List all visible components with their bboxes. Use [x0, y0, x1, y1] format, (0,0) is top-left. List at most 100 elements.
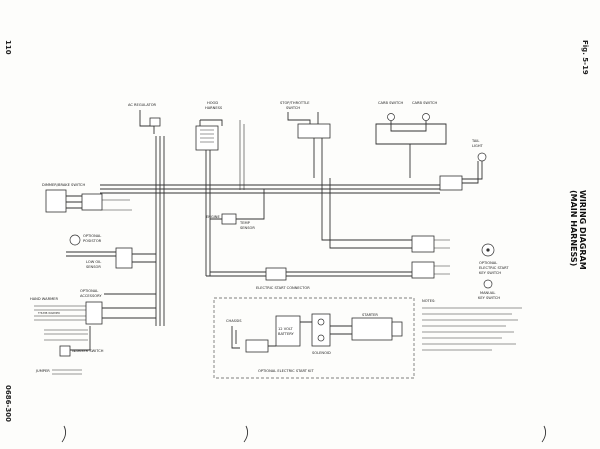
starter-drive — [391, 321, 403, 337]
solenoid-label: SOLENOID — [312, 351, 331, 355]
key-switch-electric-start-label: ELECTRIC START — [479, 266, 509, 270]
manual-key-switch-label: KEY SWITCH — [478, 296, 500, 300]
stop-throttle-switch-label: SWITCH — [286, 106, 300, 110]
hood-bracket — [199, 119, 223, 126]
low-oil-sensor-label: SENSOR — [86, 265, 101, 269]
low-oil-leads — [132, 253, 156, 263]
posistor-label: POSISTOR — [83, 239, 102, 243]
tail-light-bulb — [477, 152, 487, 162]
stop-throttle-connector — [297, 123, 331, 139]
hood-harness-label: HARNESS — [205, 106, 223, 110]
carb-switch-1-label: CARB SWITCH — [378, 101, 403, 105]
carb-switch-1 — [387, 113, 395, 121]
warmer-switch-lead — [70, 326, 91, 351]
chassis-ground — [231, 326, 240, 349]
notes-text-lines — [422, 307, 522, 351]
page-number: 110 — [4, 40, 12, 55]
document-number: 0686-300 — [4, 385, 12, 422]
start-connector-leads — [286, 271, 416, 277]
stop-throttle-label: STOP/THROTTLE — [280, 101, 310, 105]
jumper-leads — [52, 369, 82, 375]
warmer-switch-label: WARMER SWITCH — [72, 349, 104, 353]
key-switch-connector-2 — [411, 261, 435, 279]
dimmer-brake-leads — [66, 195, 82, 209]
hand-warmer-trunk-leads — [102, 307, 156, 319]
key-switch-connector-1 — [411, 235, 435, 253]
diagram-title: WIRING DIAGRAM — [578, 190, 587, 270]
hood-label: HOOD — [207, 101, 218, 105]
hand-warmer-connector — [85, 301, 103, 325]
accessory-label: ACCESSORY — [80, 294, 102, 298]
key-switch-pins — [434, 239, 450, 275]
low-oil-label: LOW OIL — [86, 260, 101, 264]
posistor-leads — [66, 251, 116, 257]
main-trunk-left — [155, 136, 165, 326]
battery — [275, 315, 301, 347]
low-oil-connector — [115, 247, 133, 269]
hand-warmer-leads — [34, 305, 86, 321]
solenoid-leads — [330, 325, 352, 335]
solenoid-terminal-1 — [317, 318, 325, 326]
starter-motor — [351, 317, 393, 341]
regulator-body — [149, 117, 161, 127]
binding-mark-1 — [61, 425, 67, 443]
chassis-label: CHASSIS — [226, 319, 242, 323]
key-switch-center — [486, 248, 490, 252]
warmer-switch — [59, 345, 71, 357]
tail-light-connector — [439, 175, 463, 191]
hood-branch — [205, 150, 211, 276]
dimmer-brake-switch — [45, 189, 67, 213]
solenoid-terminal-2 — [317, 334, 325, 342]
binding-mark-2 — [243, 425, 249, 443]
notes-label: NOTES: — [422, 299, 435, 303]
solenoid — [311, 313, 331, 347]
carb-switch-2 — [422, 113, 430, 121]
engine-leads — [210, 189, 265, 220]
hand-warmer-label: HAND WARMER — [30, 297, 58, 301]
misc-lead-a — [239, 120, 245, 190]
chassis-connector — [245, 339, 269, 353]
electric-start-kit-label: OPTIONAL ELECTRIC START KIT — [258, 369, 314, 373]
key-switch-feed — [321, 178, 412, 249]
battery-voltage-label: 12 VOLT — [278, 327, 293, 331]
regulator-label: AC REGULATOR — [128, 103, 157, 107]
electric-start-connector — [265, 267, 287, 281]
engine-label: ENGINE — [206, 215, 220, 219]
thumb-warmer-label: THUMB WARMER — [38, 311, 60, 315]
dimmer-brake-connector — [81, 193, 103, 211]
binding-mark-3 — [541, 425, 547, 443]
hood-connector-pins — [200, 129, 214, 143]
stop-switch-branch — [313, 138, 323, 178]
main-trunk-horizontal — [100, 184, 440, 194]
manual-label: MANUAL — [480, 291, 495, 295]
electric-start-connector-label: ELECTRIC START CONNECTOR — [256, 286, 310, 290]
jumper-label: JUMPER — [35, 369, 50, 373]
temp-label: TEMP — [239, 221, 251, 225]
battery-leads — [268, 321, 312, 347]
tail-label: TAIL — [471, 139, 479, 143]
temp-sensor-label: SENSOR — [240, 226, 255, 230]
carb-switch-leads — [390, 121, 427, 132]
electric-start-kit-box — [213, 297, 415, 379]
dimmer-brake-label: DIMMER/BRAKE SWITCH — [42, 183, 85, 187]
diagram-subtitle: (MAIN HARNESS) — [569, 190, 578, 266]
posistor-icon — [69, 234, 81, 246]
starter-label: STARTER — [362, 313, 378, 317]
warmer-aux-leads — [44, 329, 88, 341]
tail-light-leads — [462, 161, 483, 184]
light-label: LIGHT — [472, 144, 484, 148]
key-switch-label: KEY SWITCH — [479, 271, 501, 275]
manual-key-switch — [483, 279, 493, 289]
misc-lead-b — [100, 199, 132, 211]
key-switch-optional-label: OPTIONAL — [479, 261, 497, 265]
carb-switch-2-label: CARB SWITCH — [412, 101, 437, 105]
posistor-optional-label: OPTIONAL — [83, 234, 101, 238]
engine-connector — [221, 213, 237, 225]
start-connector-feed — [206, 271, 266, 277]
regulator-lead — [139, 110, 155, 134]
carb-switch-frame — [375, 123, 447, 145]
battery-label: BATTERY — [278, 332, 295, 336]
accessory-optional-label: OPTIONAL — [80, 289, 98, 293]
